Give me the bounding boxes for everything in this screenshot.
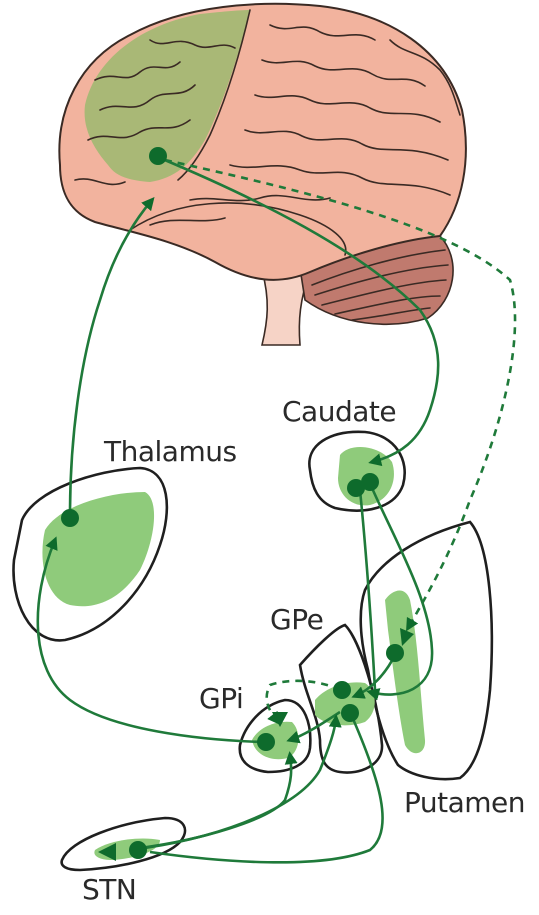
- label-putamen: Putamen: [404, 786, 525, 819]
- node-motor-cortex: [149, 147, 167, 165]
- node-putamen: [386, 644, 404, 662]
- node-stn: [129, 841, 147, 859]
- node-gpe-a: [333, 681, 351, 699]
- label-stn: STN: [82, 873, 136, 906]
- label-gpi: GPi: [199, 682, 243, 715]
- node-caudate-b: [361, 473, 379, 491]
- brain-illustration: [59, 4, 466, 345]
- node-gpi: [257, 733, 275, 751]
- pathway-stn-to-gpi: [140, 755, 291, 848]
- label-thalamus: Thalamus: [104, 435, 237, 468]
- caudate-nucleus: [309, 432, 404, 511]
- pathway-stn-to-gpe: [145, 718, 336, 848]
- label-gpe: GPe: [270, 603, 323, 636]
- thalamus-nucleus: [13, 468, 166, 640]
- label-caudate: Caudate: [282, 395, 396, 428]
- putamen-fill: [385, 591, 425, 754]
- node-gpe-b: [341, 704, 359, 722]
- node-thalamus: [61, 509, 79, 527]
